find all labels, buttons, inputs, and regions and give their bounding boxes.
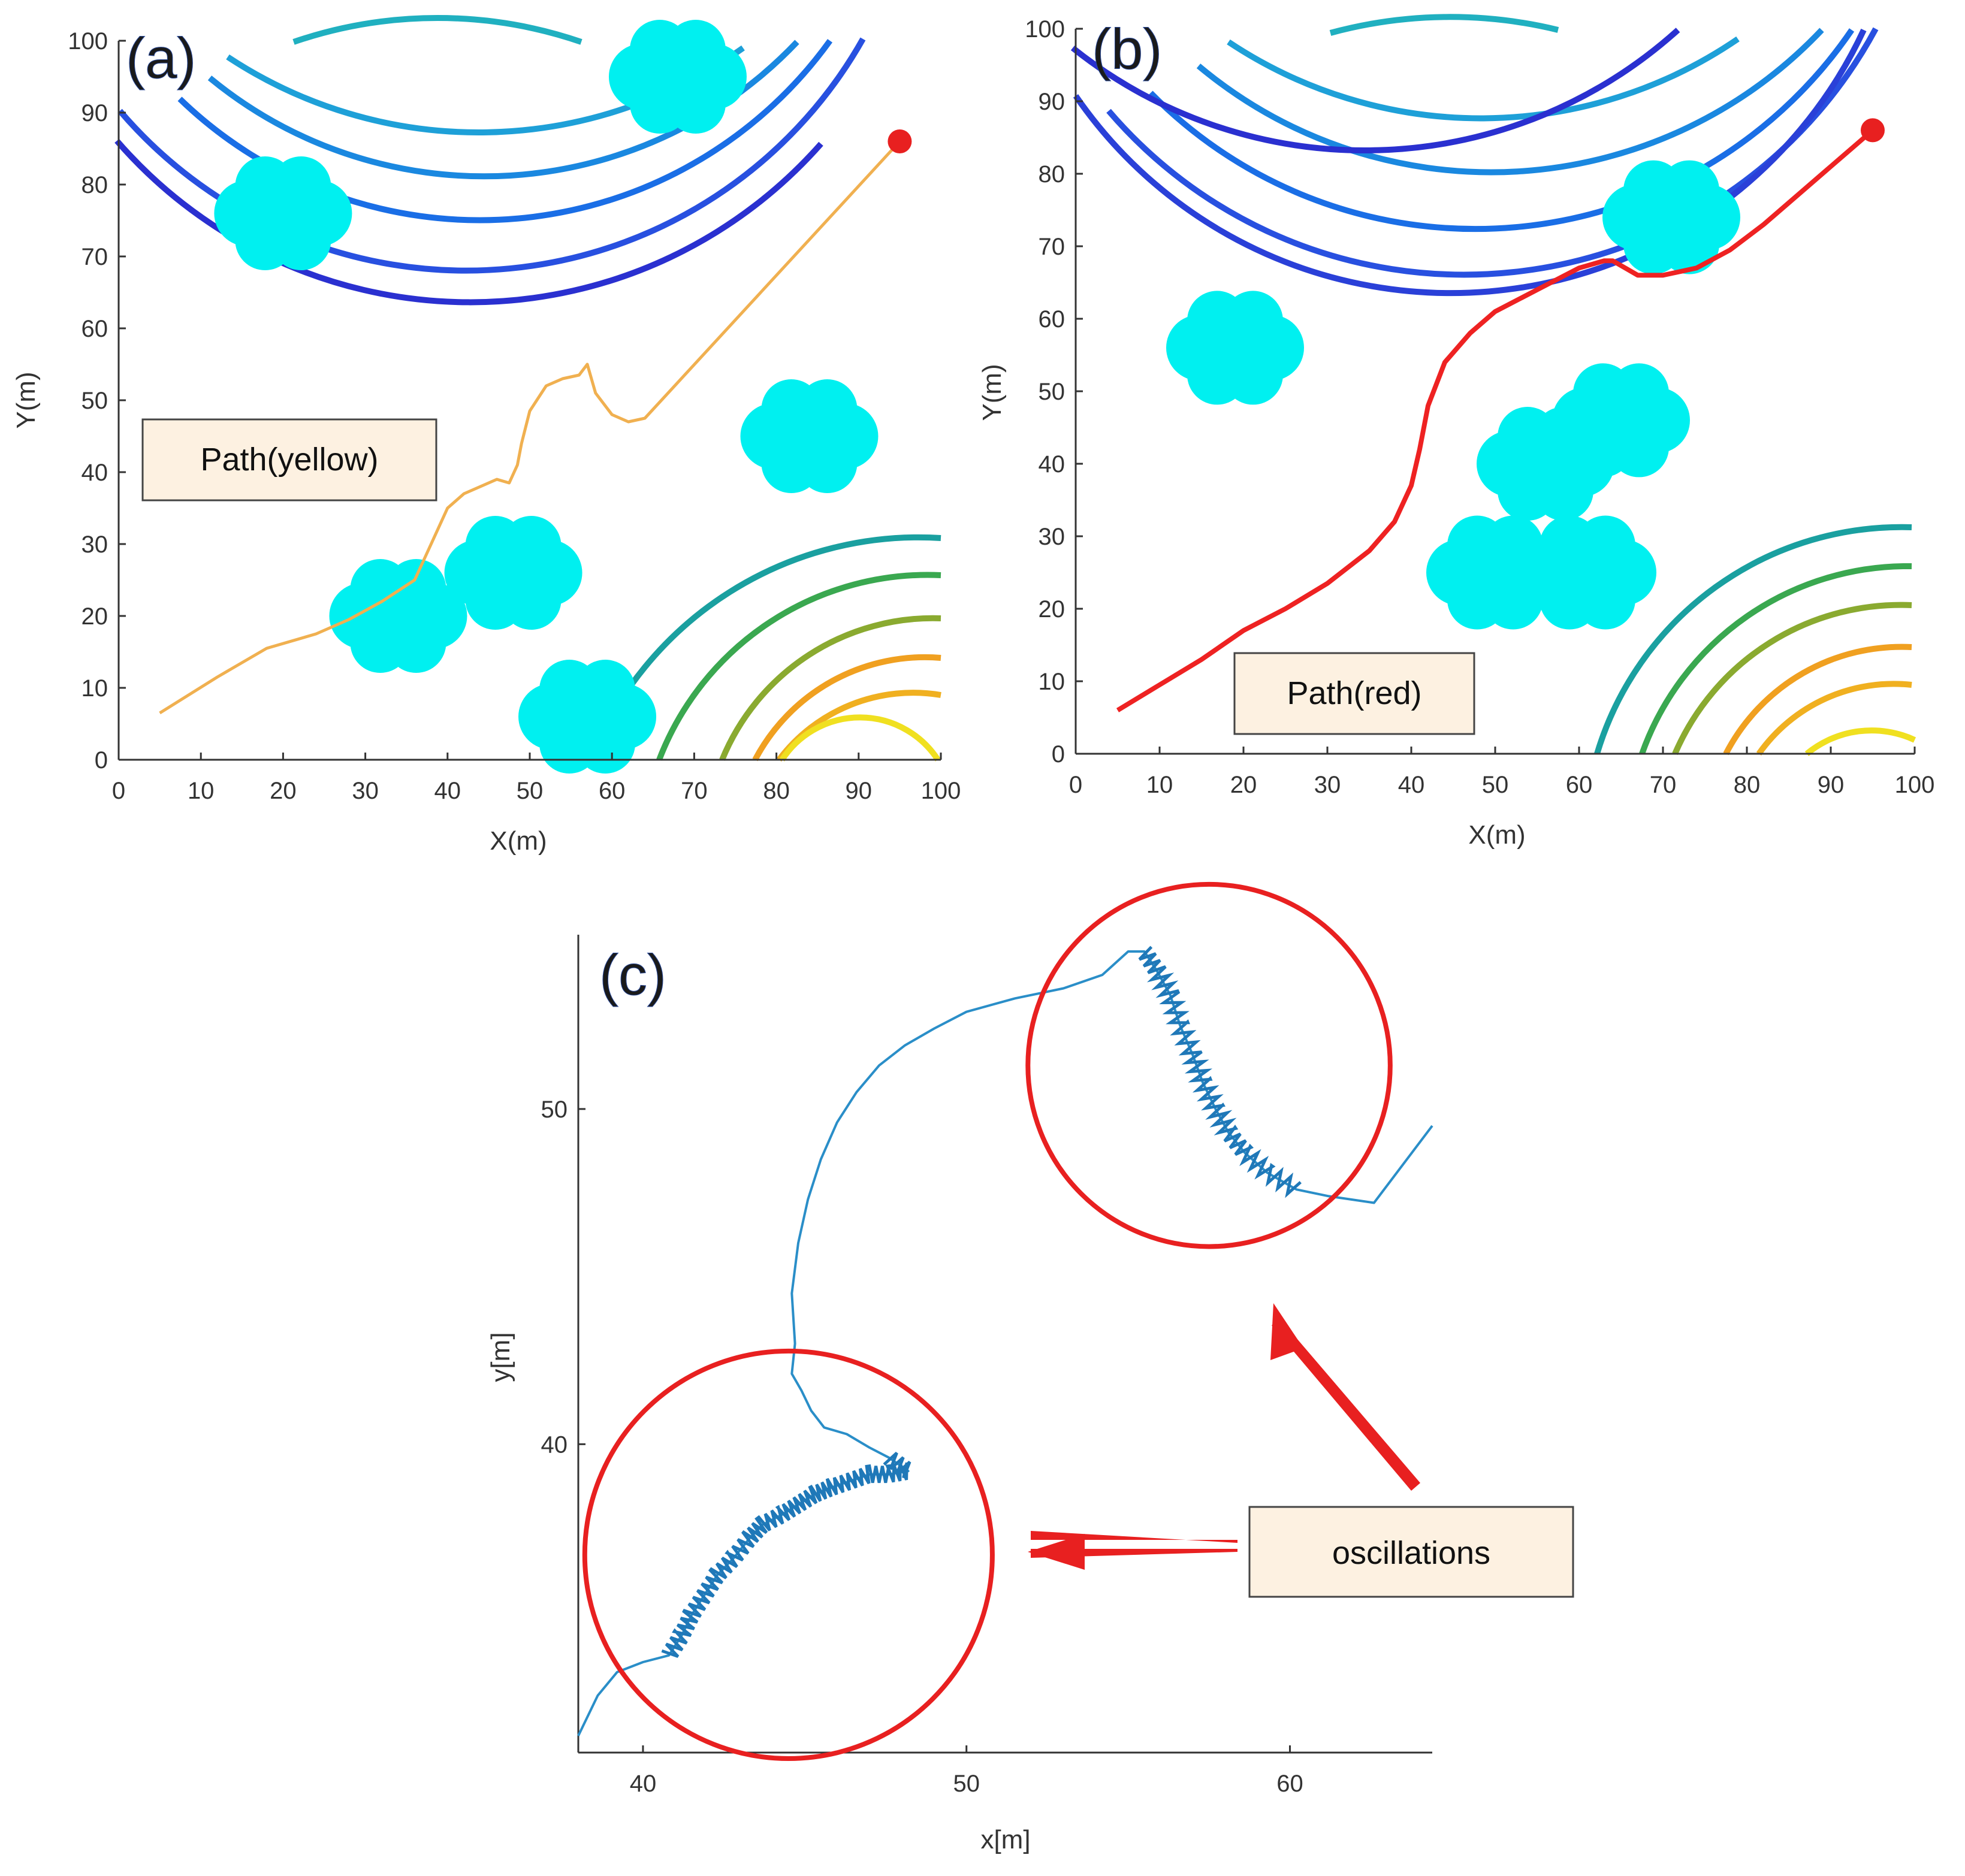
x-tick-label: 50	[517, 778, 544, 804]
oscillation-detail	[661, 945, 1302, 1659]
callout-box	[1248, 1506, 1574, 1598]
panel-letter: (a)	[126, 26, 196, 90]
highlight-circle	[582, 1348, 995, 1761]
y-tick-labels: 40 50	[541, 1096, 585, 1458]
y-tick-label: 40	[541, 1431, 568, 1458]
x-tick-label: 90	[1818, 772, 1845, 798]
x-tick-labels: 0 10 20 30 40 50 60 70 80 90 100	[112, 753, 961, 804]
y-tick-label: 60	[82, 316, 108, 342]
x-axis-label: X(m)	[490, 826, 547, 856]
x-tick-label: 20	[1230, 772, 1257, 798]
x-tick-label: 10	[1146, 772, 1173, 798]
y-tick-label: 30	[82, 531, 108, 558]
highlight-circle	[1025, 881, 1393, 1249]
y-tick-label: 50	[1039, 379, 1065, 405]
x-tick-label: 10	[188, 778, 215, 804]
x-tick-label: 70	[681, 778, 708, 804]
y-tick-label: 100	[68, 28, 108, 55]
y-tick-label: 90	[82, 100, 108, 126]
y-tick-label: 40	[1039, 451, 1065, 478]
obstacle-cloud	[608, 20, 747, 134]
legend-label: Path(yellow)	[200, 442, 378, 478]
x-tick-label: 100	[921, 778, 961, 804]
highlight-circles	[582, 881, 1393, 1761]
y-tick-label: 50	[82, 388, 108, 414]
x-tick-label: 0	[112, 778, 125, 804]
x-tick-label: 30	[1314, 772, 1341, 798]
x-axis-label: X(m)	[1468, 820, 1525, 850]
panel-b: 0 10 20 30 40 50 60 70 80 90 100 0 10 20 30 40 50 60 70 80…	[977, 14, 1935, 850]
panel-a: 0 10 20 30 40 50 60 70 80 90 100 0 10 20 30 40 50 60 70 80…	[11, 15, 961, 856]
y-tick-label: 10	[82, 675, 108, 702]
y-tick-labels: 0 10 20 30 40 50 60 70 80 90 100	[1025, 16, 1083, 768]
y-axis-label: Y(m)	[11, 371, 41, 428]
x-tick-label: 50	[1482, 772, 1509, 798]
legend-box	[141, 418, 437, 502]
path-line	[159, 140, 901, 715]
y-tick-label: 10	[1039, 669, 1065, 695]
x-tick-label: 40	[630, 1771, 657, 1797]
goal-marker	[1861, 118, 1885, 143]
callout-label: oscillations	[1332, 1535, 1490, 1571]
oscillation-zigzag	[1138, 945, 1302, 1198]
y-tick-label: 50	[541, 1096, 568, 1123]
y-tick-label: 70	[82, 244, 108, 270]
x-tick-label: 100	[1895, 772, 1935, 798]
x-tick-label: 20	[270, 778, 297, 804]
y-axis-label: y[m]	[486, 1332, 515, 1382]
x-tick-label: 60	[1566, 772, 1593, 798]
goal-marker	[888, 129, 912, 153]
callout-arrows	[1028, 1303, 1420, 1570]
y-axis-label: Y(m)	[977, 364, 1007, 421]
y-tick-label: 80	[1039, 161, 1065, 188]
legend-label: Path(red)	[1287, 675, 1421, 711]
x-tick-label: 0	[1069, 772, 1082, 798]
y-tick-label: 0	[1052, 741, 1065, 768]
y-tick-label: 40	[82, 460, 108, 486]
trajectory-line	[577, 950, 1433, 1736]
x-tick-label: 80	[763, 778, 790, 804]
panel-c: 40 50 60 40 50 (c) oscillations x[m] y[m]	[486, 881, 1574, 1854]
potential-field-arcs	[1070, 14, 1916, 756]
x-tick-label: 60	[1276, 1771, 1303, 1797]
x-tick-label: 50	[953, 1771, 980, 1797]
y-tick-label: 90	[1039, 89, 1065, 115]
x-tick-label: 40	[1398, 772, 1425, 798]
legend-box	[1233, 652, 1475, 735]
x-tick-label: 40	[434, 778, 461, 804]
path-line	[1116, 128, 1875, 712]
obstacle-cloud	[740, 379, 879, 493]
y-tick-label: 60	[1039, 306, 1065, 333]
y-tick-label: 100	[1025, 16, 1065, 43]
x-tick-label: 70	[1650, 772, 1677, 798]
x-axis-label: x[m]	[980, 1825, 1030, 1854]
x-tick-label: 80	[1734, 772, 1761, 798]
x-tick-label: 30	[352, 778, 379, 804]
x-tick-label: 90	[846, 778, 873, 804]
panel-letter: (c)	[599, 943, 666, 1007]
y-tick-label: 30	[1039, 524, 1065, 550]
obstacle-cloud	[1166, 291, 1304, 405]
y-tick-label: 70	[1039, 234, 1065, 260]
x-tick-labels: 0 10 20 30 40 50 60 70 80 90 100	[1069, 747, 1935, 798]
y-tick-labels: 0 10 20 30 40 50 60 70 80 90 100	[68, 28, 126, 774]
y-tick-label: 0	[95, 747, 108, 774]
panel-letter: (b)	[1092, 17, 1162, 81]
y-tick-label: 20	[1039, 596, 1065, 623]
oscillation-zigzag	[661, 1452, 911, 1659]
obstacles	[214, 20, 879, 774]
x-tick-label: 60	[599, 778, 626, 804]
y-tick-label: 80	[82, 172, 108, 198]
y-tick-label: 20	[82, 603, 108, 630]
x-tick-labels: 40 50 60	[630, 1745, 1303, 1797]
